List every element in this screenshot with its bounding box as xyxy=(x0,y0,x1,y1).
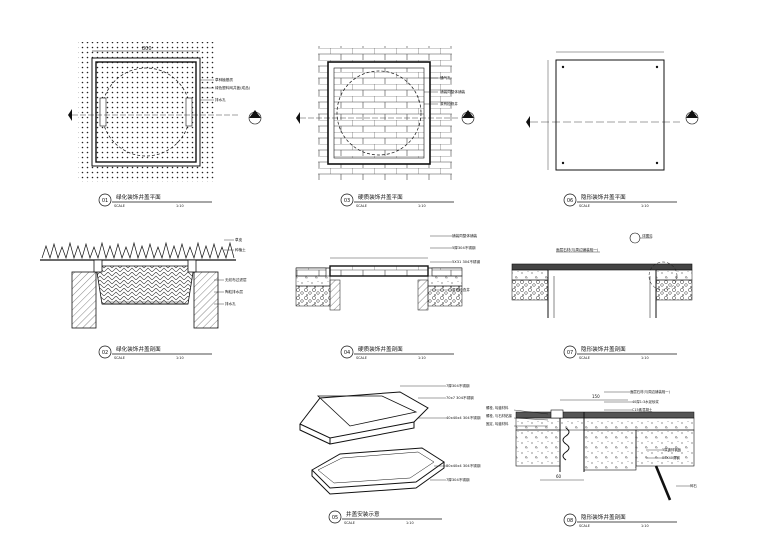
svg-text:绿化装饰井盖剖面: 绿化装饰井盖剖面 xyxy=(116,345,161,353)
p01-note-1: 草种植基质 xyxy=(215,77,233,82)
p08-note-2: 40厚1:3水泥砂浆 xyxy=(632,399,659,404)
svg-text:1:10: 1:10 xyxy=(176,356,184,360)
svg-text:07: 07 xyxy=(567,350,573,356)
p03-note-2: 铺装同整体铺装 xyxy=(440,89,466,94)
p01-note-3: 排水孔 xyxy=(215,97,226,102)
p02-note-4: 陶粒排水层 xyxy=(225,289,243,294)
p04-note-3: 5X31 304不锈钢 xyxy=(452,259,481,264)
svg-text:SCALE: SCALE xyxy=(356,204,367,208)
svg-text:SCALE: SCALE xyxy=(356,356,367,360)
svg-text:1:10: 1:10 xyxy=(418,204,426,208)
p01-note-2: 绿色塑料网井盖(成品) xyxy=(215,85,251,90)
p05-note-5: 7厚304不锈钢 xyxy=(446,477,470,482)
p08-left-1: 螺栓, 勾缝材料 xyxy=(486,405,509,410)
title-01: 01 绿化装饰井盖平面 SCALE 1:10 xyxy=(98,193,212,208)
p02-note-1: 草皮 xyxy=(235,237,243,242)
p02-note-3: 无纺布过滤层 xyxy=(225,277,247,282)
svg-text:井盖安装示意: 井盖安装示意 xyxy=(346,510,380,518)
panel-04-section: 铺装同整体铺装 5厚304不锈钢 5X31 304不锈钢 原有检查井 xyxy=(295,233,481,311)
p07-detail-note: 详图见 xyxy=(642,233,653,238)
section-marker-03 xyxy=(461,110,475,125)
p03-note-1: 通气孔 xyxy=(440,75,451,80)
svg-text:硬质装饰井盖剖面: 硬质装饰井盖剖面 xyxy=(358,345,403,353)
svg-text:SCALE: SCALE xyxy=(344,521,355,525)
panel-03-plan: 通气孔 铺装同整体铺装 原有检修井 xyxy=(296,46,475,180)
p08-note-3: C15素混凝土 xyxy=(632,407,653,412)
svg-text:隐形装饰井盖剖面: 隐形装饰井盖剖面 xyxy=(581,513,626,521)
svg-text:隐形装饰井盖剖面: 隐形装饰井盖剖面 xyxy=(581,345,626,353)
p02-note-2: 种植土 xyxy=(235,247,246,252)
p05-note-1: 7厚304不锈钢 xyxy=(446,383,470,388)
title-05: 05 井盖安装示意 SCALE 1:10 xyxy=(328,510,442,525)
p04-note-2: 5厚304不锈钢 xyxy=(452,245,476,250)
panel-07-section: 详图见 面层石材(与周边铺装相一) xyxy=(511,232,693,318)
svg-text:SCALE: SCALE xyxy=(114,356,125,360)
svg-text:01: 01 xyxy=(102,198,108,204)
svg-text:1:10: 1:10 xyxy=(418,356,426,360)
svg-text:1:10: 1:10 xyxy=(176,204,184,208)
svg-text:05: 05 xyxy=(332,515,338,521)
svg-text:绿化装饰井盖平面: 绿化装饰井盖平面 xyxy=(116,193,161,201)
section-marker-06 xyxy=(685,110,699,125)
panel-02-section: 草皮 种植土 无纺布过滤层 陶粒排水层 排水孔 xyxy=(40,237,247,329)
p05-note-2: 70x7 304不锈钢 xyxy=(446,395,474,400)
panel-06-plan xyxy=(526,51,699,171)
panel-08-section: 150 60 面层石材(与周边铺装相一) 40厚1:3水泥砂浆 C15素混凝土 … xyxy=(486,389,697,501)
svg-text:06: 06 xyxy=(567,198,573,204)
p08-left-3: 固定, 勾缝材料 xyxy=(486,421,509,426)
title-06: 06 隐形装饰井盖平面 SCALE 1:10 xyxy=(563,193,677,208)
p04-note-1: 铺装同整体铺装 xyxy=(452,233,478,238)
svg-text:SCALE: SCALE xyxy=(114,204,125,208)
panel-05-exploded: 7厚304不锈钢 70x7 304不锈钢 40x40x4 304不锈钢 80x4… xyxy=(299,383,481,495)
panel-01-plan: 草种植基质 绿色塑料网井盖(成品) 排水孔 800 xyxy=(68,42,262,182)
svg-text:02: 02 xyxy=(102,350,108,356)
title-03: 03 硬质装饰井盖平面 SCALE 1:10 xyxy=(340,193,454,208)
p08-left-2: 螺栓, 与石材粘接 xyxy=(486,413,512,418)
p05-note-4: 80x40x4 304不锈钢 xyxy=(446,463,481,468)
p08-note-5: 80X40角钢 xyxy=(662,455,680,460)
p03-note-3: 原有检修井 xyxy=(440,101,458,106)
title-04: 04 硬质装饰井盖剖面 SCALE 1:10 xyxy=(340,345,454,360)
svg-text:1:10: 1:10 xyxy=(641,524,649,528)
svg-text:隐形装饰井盖平面: 隐形装饰井盖平面 xyxy=(581,193,626,201)
svg-text:03: 03 xyxy=(344,198,350,204)
title-08: 08 隐形装饰井盖剖面 SCALE 1:10 xyxy=(563,513,677,528)
svg-text:1:10: 1:10 xyxy=(641,204,649,208)
svg-text:1:10: 1:10 xyxy=(406,521,414,525)
svg-text:04: 04 xyxy=(344,350,350,356)
p05-note-3: 40x40x4 304不锈钢 xyxy=(446,415,481,420)
p08-note-1: 面层石材(与周边铺装相一) xyxy=(630,389,671,394)
p08-note-4: 5厚镀锌钢板 xyxy=(662,447,682,452)
section-marker-01 xyxy=(248,110,262,125)
svg-text:1:10: 1:10 xyxy=(641,356,649,360)
p01-dim: 800 xyxy=(142,46,152,52)
p07-note: 面层石材(与周边铺装相一) xyxy=(556,247,599,252)
svg-text:08: 08 xyxy=(567,518,573,524)
svg-text:硬质装饰井盖平面: 硬质装饰井盖平面 xyxy=(358,193,403,201)
title-02: 02 绿化装饰井盖剖面 SCALE 1:10 xyxy=(98,345,212,360)
title-07: 07 隐形装饰井盖剖面 SCALE 1:10 xyxy=(563,345,677,360)
detail-callout-circle xyxy=(629,232,652,244)
p04-note-4: 原有检查井 xyxy=(452,287,470,292)
svg-text:SCALE: SCALE xyxy=(579,524,590,528)
p08-dim-bottom: 60 xyxy=(556,474,562,479)
svg-text:SCALE: SCALE xyxy=(579,204,590,208)
p08-dim-top: 150 xyxy=(592,394,600,399)
svg-text:SCALE: SCALE xyxy=(579,356,590,360)
p08-note-6: 碎石 xyxy=(690,483,697,488)
p02-note-5: 排水孔 xyxy=(225,301,236,306)
